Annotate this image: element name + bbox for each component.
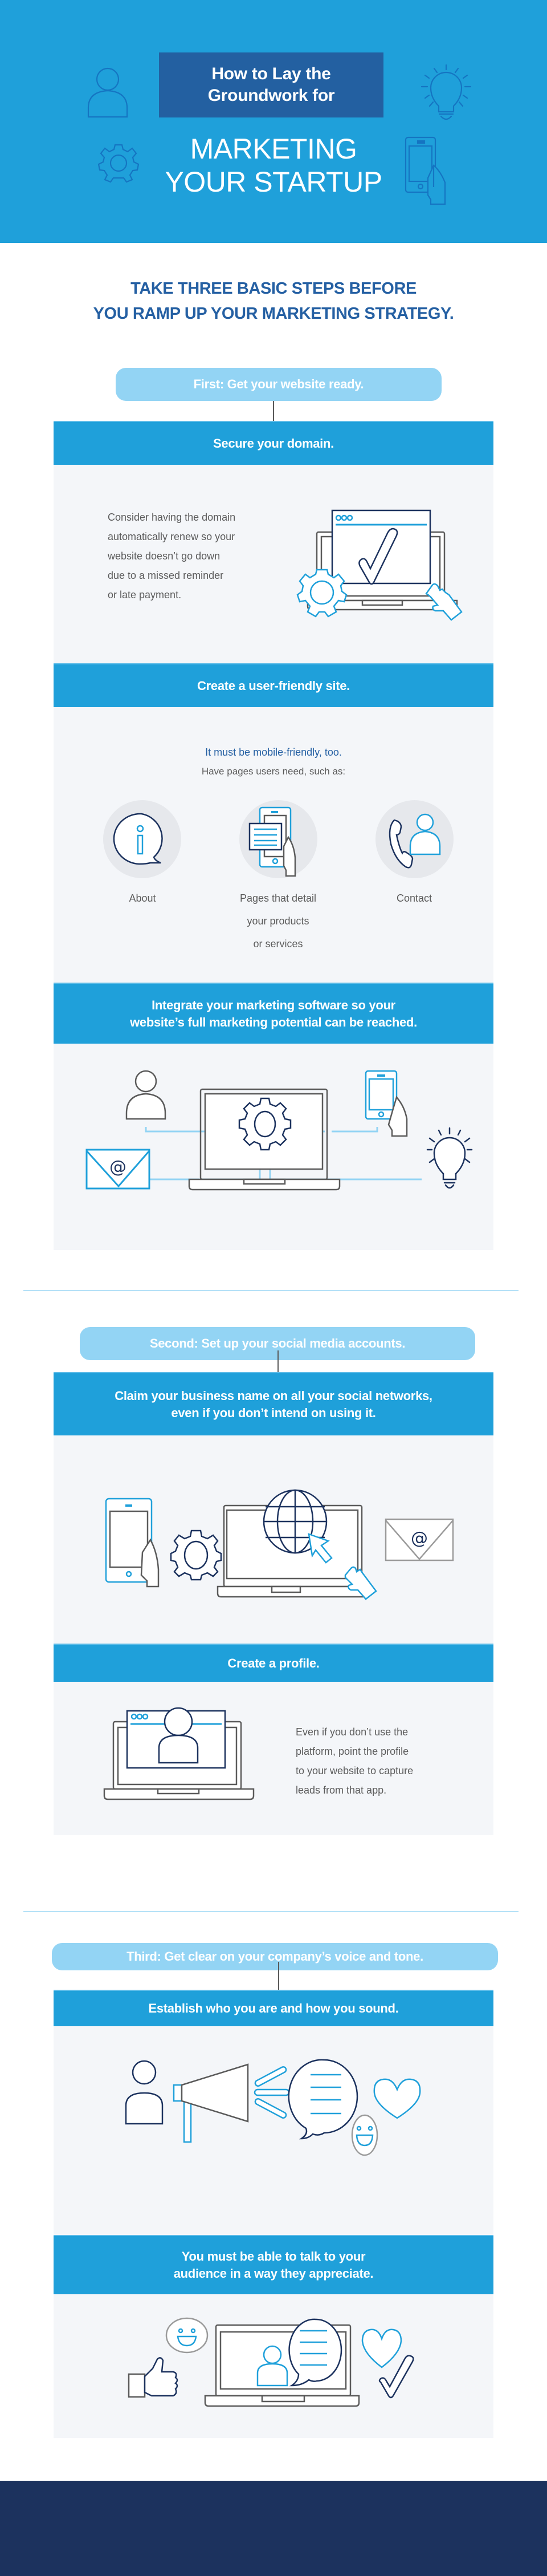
establish-voice-header: Establish who you are and how you sound.	[54, 1990, 493, 2026]
body-line: or late payment.	[108, 589, 182, 601]
lightbulb-icon	[421, 64, 472, 120]
label-line: Pages that detail	[239, 893, 317, 904]
integrate-header: Integrate your marketing software so you…	[54, 983, 493, 1044]
info-bubble-icon	[113, 813, 163, 865]
section-divider	[23, 1290, 519, 1291]
user-friendly-subtitle: It must be mobile-friendly, too.	[205, 747, 342, 758]
hero-kicker-line1: How to Lay the	[211, 64, 331, 83]
headline-line1: TAKE THREE BASIC STEPS BEFORE	[130, 279, 417, 298]
body-line: website doesn’t go down	[108, 550, 221, 562]
laptop-profile-illustration	[103, 1707, 255, 1800]
create-profile-title: Create a profile.	[227, 1656, 320, 1670]
user-friendly-header: Create a user-friendly site.	[54, 663, 493, 707]
body-line: platform, point the profile	[296, 1746, 409, 1757]
hero-kicker-box: How to Lay the Groundwork for	[159, 52, 383, 117]
claim-name-header: Claim your business name on all your soc…	[54, 1372, 493, 1435]
page-headline: TAKE THREE BASIC STEPS BEFORE YOU RAMP U…	[23, 276, 524, 326]
secure-domain-header: Secure your domain.	[54, 421, 493, 465]
about-label: About	[129, 893, 156, 904]
phone-in-hand-icon	[405, 136, 446, 205]
hero-title: MARKETING YOUR STARTUP	[103, 132, 444, 198]
svg-text:@: @	[411, 1528, 428, 1548]
step1-connector	[273, 401, 274, 421]
step2-connector	[277, 1350, 279, 1373]
user-friendly-intro: Have pages users need, such as:	[201, 766, 346, 777]
integrate-illustration: @	[85, 1070, 473, 1191]
secure-domain-body: Consider having the domain automatically…	[108, 508, 279, 605]
create-profile-header: Create a profile.	[54, 1644, 493, 1682]
body-line: Consider having the domain	[108, 512, 236, 523]
label-line: or services	[253, 938, 303, 950]
establish-voice-title: Establish who you are and how you sound.	[148, 2001, 399, 2015]
step3-pill: Third: Get clear on your company’s voice…	[52, 1943, 498, 1970]
talk-audience-title-line2: audience in a way they appreciate.	[173, 2266, 374, 2281]
user-friendly-title: Create a user-friendly site.	[197, 678, 350, 693]
hero-title-line2: YOUR STARTUP	[165, 166, 382, 198]
label-line: your products	[247, 915, 309, 927]
laptop-checkmark-illustration	[296, 509, 463, 621]
footer-band	[0, 2481, 547, 2576]
integrate-title-line1: Integrate your marketing software so you…	[152, 997, 395, 1012]
body-line: leads from that app.	[296, 1784, 387, 1796]
headline-line2: YOU RAMP UP YOUR MARKETING STRATEGY.	[93, 305, 454, 323]
svg-text:@: @	[109, 1157, 126, 1177]
talk-audience-header: You must be able to talk to your audienc…	[54, 2235, 493, 2294]
body-line: Even if you don’t use the	[296, 1726, 409, 1738]
person-icon	[87, 67, 128, 118]
step2-pill: Second: Set up your social media account…	[80, 1327, 475, 1360]
hero-banner: How to Lay the Groundwork for MARKETING …	[0, 0, 547, 243]
hero-kicker-line2: Groundwork for	[207, 86, 335, 105]
body-line: automatically renew so your	[108, 531, 235, 542]
step1-pill: First: Get your website ready.	[116, 368, 442, 401]
claim-name-title-line1: Claim your business name on all your soc…	[115, 1388, 432, 1403]
contact-label: Contact	[396, 893, 432, 904]
mobile-pages-icon	[248, 806, 296, 877]
body-line: to your website to capture	[296, 1765, 414, 1776]
body-line: due to a missed reminder	[108, 570, 224, 581]
pages-label: Pages that detail your products or servi…	[221, 887, 335, 955]
gear-icon	[97, 144, 140, 183]
audience-illustration	[128, 2317, 414, 2407]
hero-title-line1: MARKETING	[190, 133, 357, 165]
step3-connector	[278, 1962, 279, 1990]
megaphone-illustration	[125, 2059, 421, 2156]
social-claim-illustration: @	[105, 1489, 454, 1600]
phone-contact-icon	[389, 813, 441, 869]
talk-audience-title-line1: You must be able to talk to your	[181, 2249, 366, 2263]
create-profile-body: Even if you don’t use the platform, poin…	[296, 1722, 467, 1800]
secure-domain-title: Secure your domain.	[213, 436, 334, 451]
integrate-title-line2: website’s full marketing potential can b…	[130, 1015, 417, 1029]
section-divider	[23, 1911, 519, 1912]
claim-name-title-line2: even if you don’t intend on using it.	[171, 1405, 376, 1420]
